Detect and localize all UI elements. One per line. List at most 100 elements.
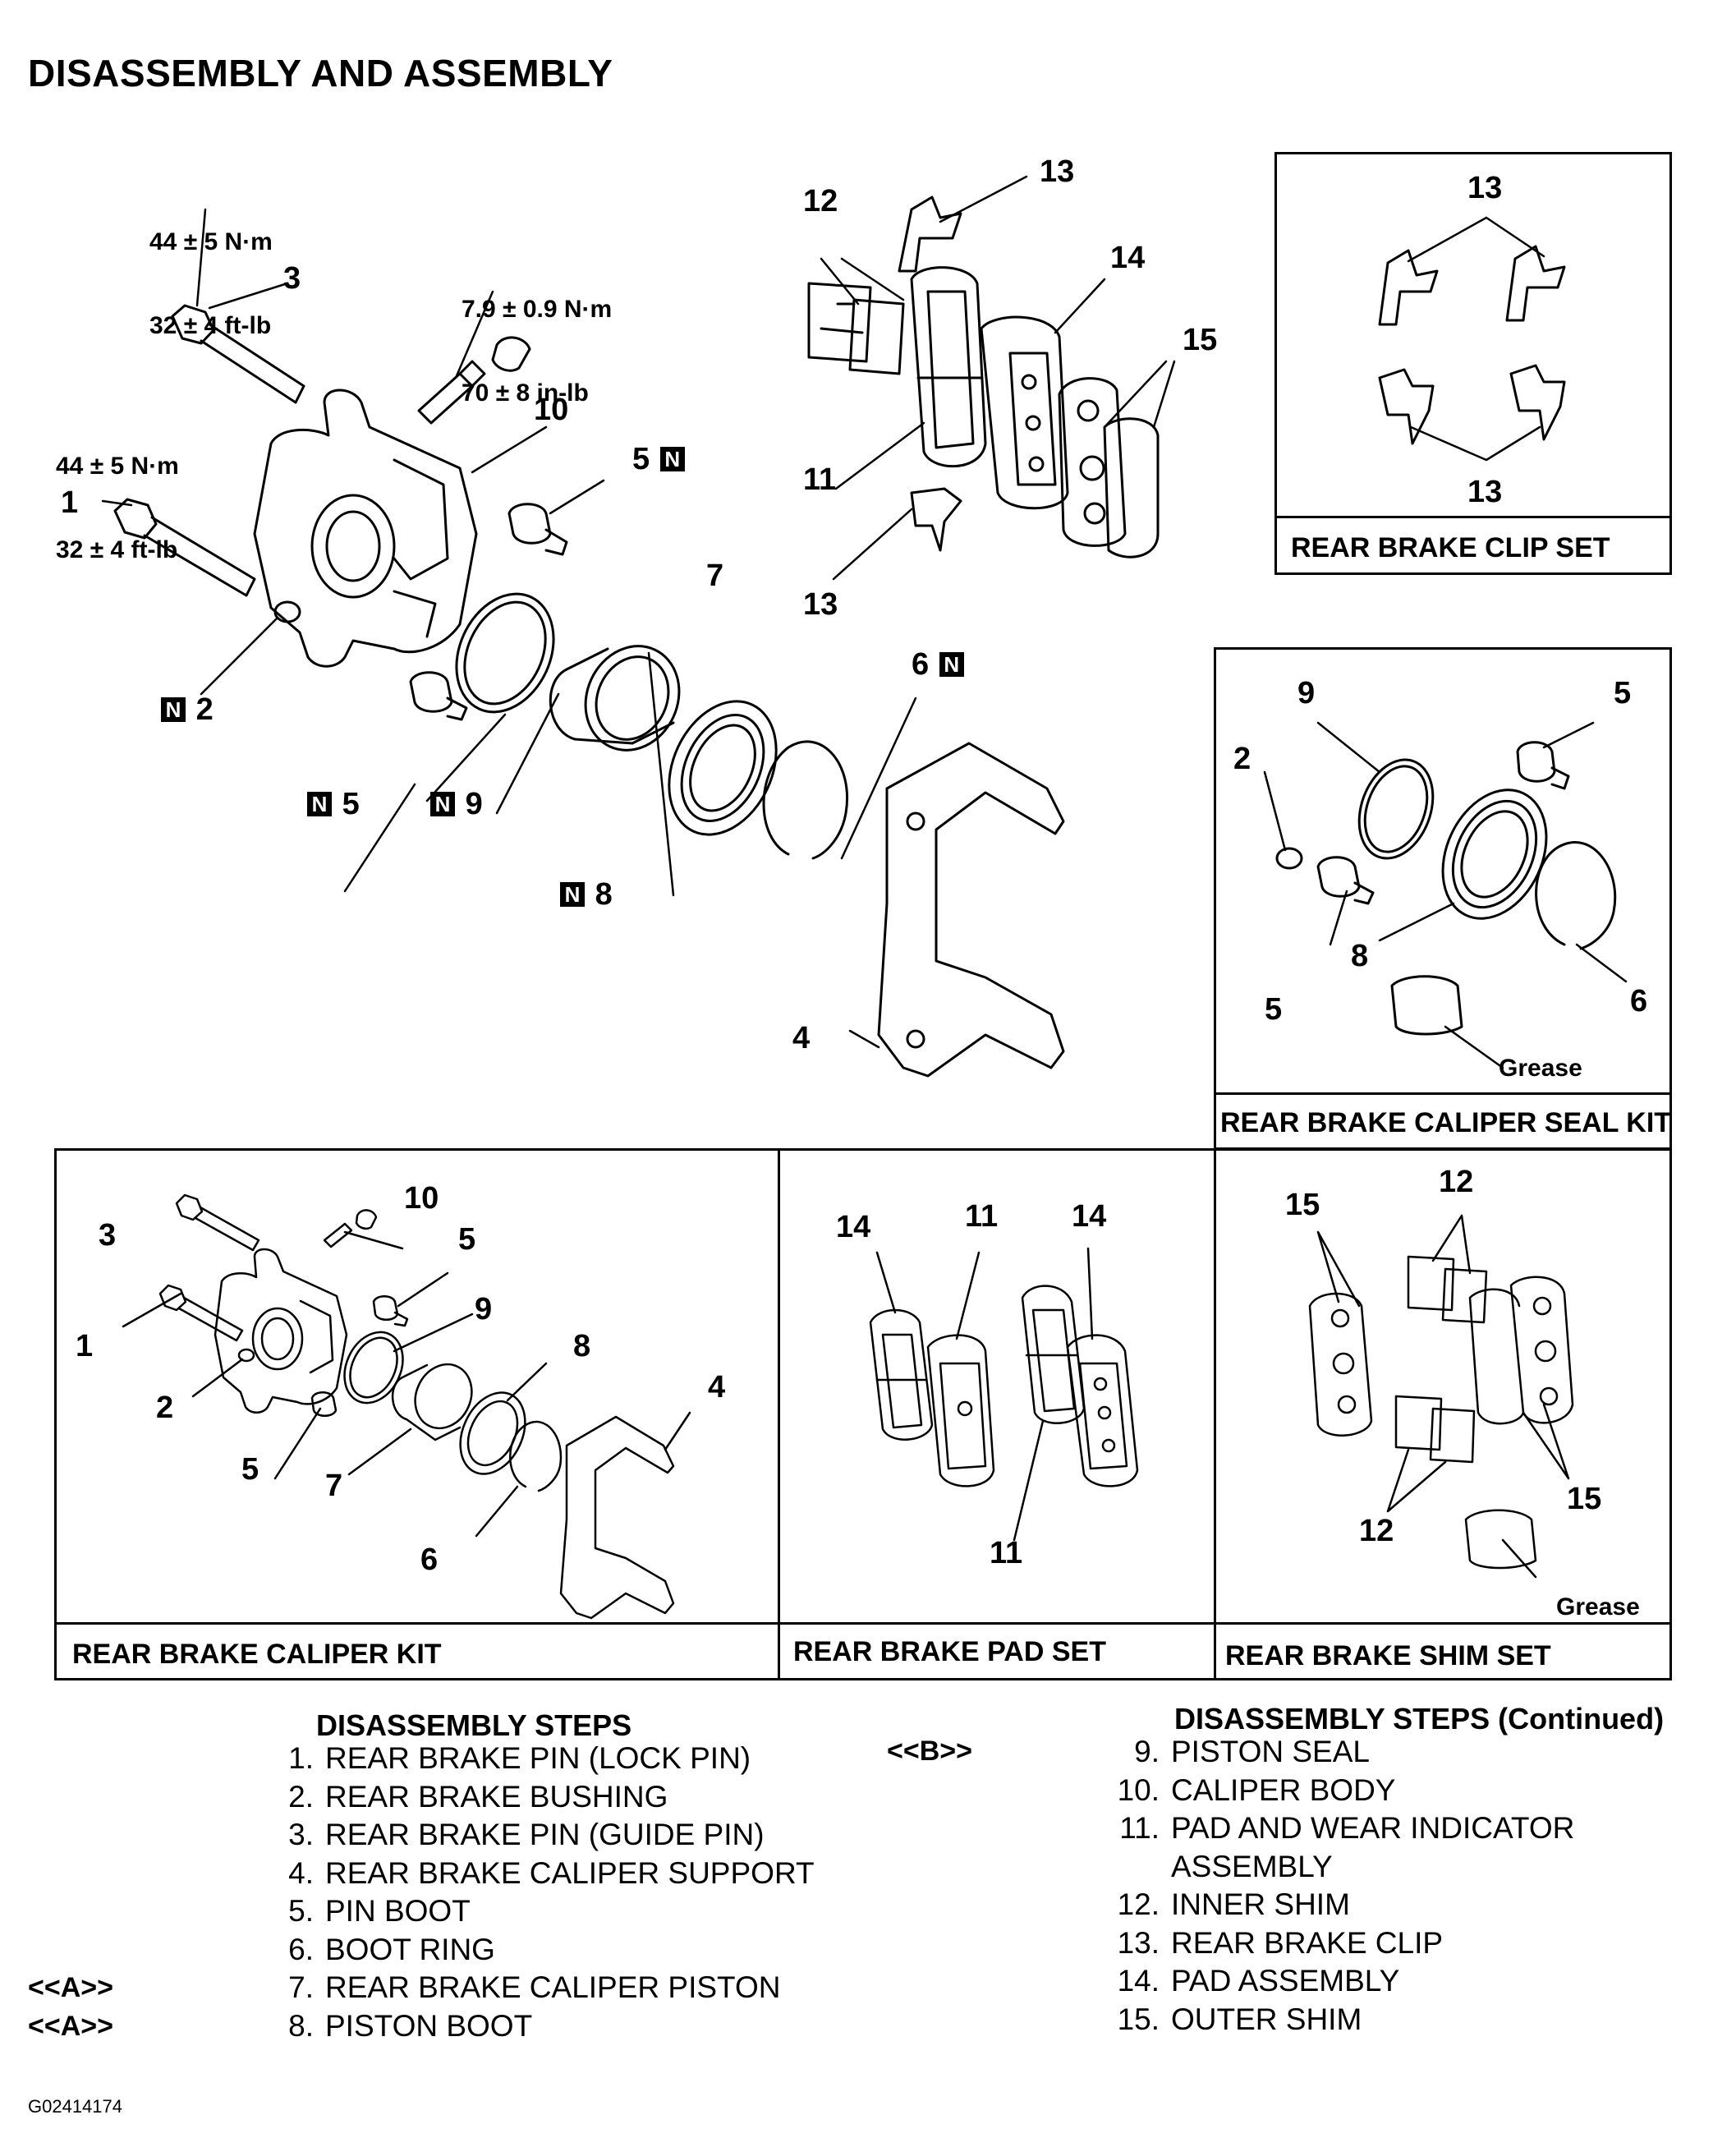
caliper-kit-callout-5-top: 5: [458, 1222, 476, 1257]
seal-kit-callout-6: 6: [1630, 984, 1648, 1018]
new-part-badge: N: [939, 652, 964, 677]
step-item: 15.OUTER SHIM: [1107, 2002, 1362, 2037]
torque-value-nm: 7.9 ± 0.9 N·m: [462, 296, 613, 323]
callout-8: N 8: [558, 879, 613, 910]
step-item: ASSEMBLY: [1107, 1850, 1333, 1884]
pad-set-callout-11-bottom: 11: [990, 1536, 1023, 1570]
callout-10: 10: [534, 393, 569, 427]
pad-set-caption: REAR BRAKE PAD SET: [793, 1636, 1106, 1667]
caliper-kit-callout-10: 10: [404, 1181, 439, 1216]
step-text: PISTON BOOT: [325, 2008, 533, 2043]
new-part-badge: N: [307, 792, 332, 816]
callout-2: N 2: [159, 694, 214, 725]
step-tag-a: <<A>>: [28, 1972, 113, 2003]
step-number: 14.: [1117, 1964, 1160, 1998]
clip-set-callout-13-bottom: 13: [1467, 475, 1503, 509]
step-number: 13.: [1117, 1925, 1160, 1960]
caliper-kit-callout-1: 1: [76, 1329, 94, 1363]
torque-value-nm: 44 ± 5 N·m: [149, 228, 273, 255]
step-text: PAD AND WEAR INDICATOR: [1171, 1811, 1575, 1845]
callout-number: 8: [595, 877, 613, 912]
pin-boot-lower-drawing: [411, 673, 466, 719]
caliper-kit-callout-8: 8: [573, 1329, 591, 1363]
callout-6: 6 N: [912, 649, 966, 680]
clip-set-panel: [1274, 152, 1672, 575]
step-item: 9.PISTON SEAL: [1107, 1735, 1370, 1769]
torque-guide-pin: 44 ± 5 N·m 32 ± 4 ft-lb: [149, 172, 273, 368]
step-item: 1. REAR BRAKE PIN (LOCK PIN): [261, 1741, 751, 1776]
shim-set-caption: REAR BRAKE SHIM SET: [1225, 1640, 1551, 1671]
callout-13-top: 13: [1040, 154, 1075, 189]
step-item: 5. PIN BOOT: [261, 1894, 471, 1929]
step-item: 2. REAR BRAKE BUSHING: [261, 1780, 668, 1814]
caliper-kit-callout-3: 3: [99, 1218, 117, 1253]
step-text: INNER SHIM: [1171, 1887, 1350, 1921]
callout-3: 3: [283, 261, 301, 296]
step-number: 2.: [288, 1779, 314, 1814]
clip-set-caption-bar: [1274, 516, 1672, 575]
bleeder-screw-drawing: [419, 338, 530, 423]
callout-1: 1: [61, 485, 79, 520]
step-number: 6.: [288, 1932, 314, 1966]
step-item: 7.REAR BRAKE CALIPER PISTON: [261, 1970, 780, 2005]
step-number: 4.: [288, 1855, 314, 1890]
step-text: REAR BRAKE PIN (LOCK PIN): [325, 1741, 751, 1775]
guide-pin-drawing: [172, 306, 304, 402]
piston-drawing: [550, 631, 696, 765]
callout-14: 14: [1110, 241, 1146, 275]
shim-set-callout-15-top: 15: [1285, 1188, 1320, 1222]
shim-set-callout-12-bottom: 12: [1359, 1514, 1394, 1548]
step-number: 8.: [288, 2008, 314, 2043]
new-part-badge: N: [659, 447, 685, 471]
callout-13-bottom: 13: [803, 587, 838, 622]
step-number: 1.: [288, 1741, 314, 1775]
callout-number: 6: [912, 647, 930, 682]
step-item: 6. BOOT RING: [261, 1933, 495, 1967]
step-number: 15.: [1117, 2002, 1160, 2036]
seal-kit-callout-8: 8: [1351, 939, 1369, 973]
callout-number: 5: [342, 787, 360, 821]
step-text: REAR BRAKE CALIPER PISTON: [325, 1970, 781, 2004]
clip-set-caption: REAR BRAKE CLIP SET: [1291, 532, 1610, 563]
step-number: 10.: [1117, 1772, 1160, 1807]
callout-5-bottom: N 5: [305, 788, 360, 820]
step-text: REAR BRAKE BUSHING: [325, 1779, 668, 1814]
caliper-kit-callout-2: 2: [156, 1391, 174, 1425]
step-text: PIN BOOT: [325, 1894, 471, 1928]
step-item: 11. PAD AND WEAR INDICATOR: [1107, 1811, 1574, 1846]
callout-9: N 9: [429, 788, 483, 820]
page-title: DISASSEMBLY AND ASSEMBLY: [28, 52, 613, 94]
step-number: 9.: [1134, 1735, 1160, 1768]
step-number: 11.: [1119, 1811, 1160, 1845]
new-part-badge: N: [430, 792, 455, 816]
step-text: ASSEMBLY: [1171, 1849, 1333, 1883]
callout-number: 9: [465, 787, 483, 821]
step-number: 5.: [288, 1894, 314, 1928]
torque-value-ftlb: 32 ± 4 ft-lb: [149, 312, 272, 339]
step-item: 14.PAD ASSEMBLY: [1107, 1964, 1400, 1998]
caliper-kit-callout-9: 9: [475, 1292, 493, 1326]
pad-set-callout-14-left: 14: [836, 1210, 871, 1244]
caliper-support-drawing: [879, 743, 1063, 1076]
callout-15: 15: [1183, 323, 1218, 357]
clip-set-drawing: [1380, 246, 1564, 444]
new-part-badge: N: [161, 697, 186, 722]
grease-label: Grease: [1499, 1055, 1582, 1082]
step-text: REAR BRAKE PIN (GUIDE PIN): [325, 1818, 765, 1851]
step-text: REAR BRAKE CALIPER SUPPORT: [325, 1855, 815, 1890]
shim-set-drawing: [1310, 1257, 1573, 1568]
step-text: BOOT RING: [325, 1932, 495, 1966]
boot-ring-drawing: [764, 742, 847, 858]
step-item: 8. PISTON BOOT: [261, 2009, 532, 2044]
seal-kit-callout-5-top: 5: [1614, 676, 1632, 710]
shim-set-callout-12-top: 12: [1439, 1165, 1474, 1199]
kits-caption-bar: [54, 1622, 1672, 1680]
steps-heading: DISASSEMBLY STEPS: [316, 1708, 632, 1742]
piston-seal-drawing: [438, 578, 572, 728]
step-item: 3.REAR BRAKE PIN (GUIDE PIN): [261, 1818, 765, 1852]
seal-kit-drawing: [1277, 742, 1615, 1034]
piston-boot-drawing: [649, 684, 797, 853]
torque-bleeder: 7.9 ± 0.9 N·m 70 ± 8 in-lb: [462, 240, 612, 435]
step-text: REAR BRAKE CLIP: [1171, 1925, 1444, 1960]
